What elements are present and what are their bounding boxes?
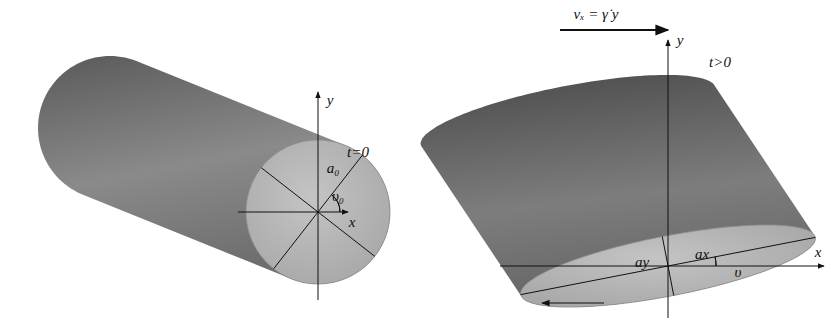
y-axis [668, 40, 669, 318]
time-label: t=0 [347, 145, 369, 160]
x-axis [238, 212, 348, 213]
axis-label: x [349, 215, 356, 230]
axis-label: ax [695, 247, 709, 262]
y-axis [318, 92, 319, 300]
axis-label: x [815, 245, 822, 260]
velocity-label: vₓ = γ̇ y [574, 7, 619, 22]
x-axis [500, 266, 824, 267]
angle-label: υ₀ [332, 189, 344, 204]
axis-label: ay [635, 255, 649, 270]
axis-label: y [327, 93, 334, 108]
time-label: t>0 [709, 55, 731, 70]
cylinder-body [38, 56, 390, 284]
radius-line [261, 168, 374, 257]
minor-axis [662, 237, 673, 296]
angle-label: υ [735, 265, 742, 280]
flow-arrow [542, 302, 604, 303]
angle-arc [715, 257, 717, 266]
axis-label: a₀ [327, 161, 340, 176]
sheared-cylinder-body [421, 75, 816, 307]
major-axis [521, 237, 815, 294]
flow-arrow [560, 29, 668, 31]
axis-label: y [677, 33, 684, 48]
